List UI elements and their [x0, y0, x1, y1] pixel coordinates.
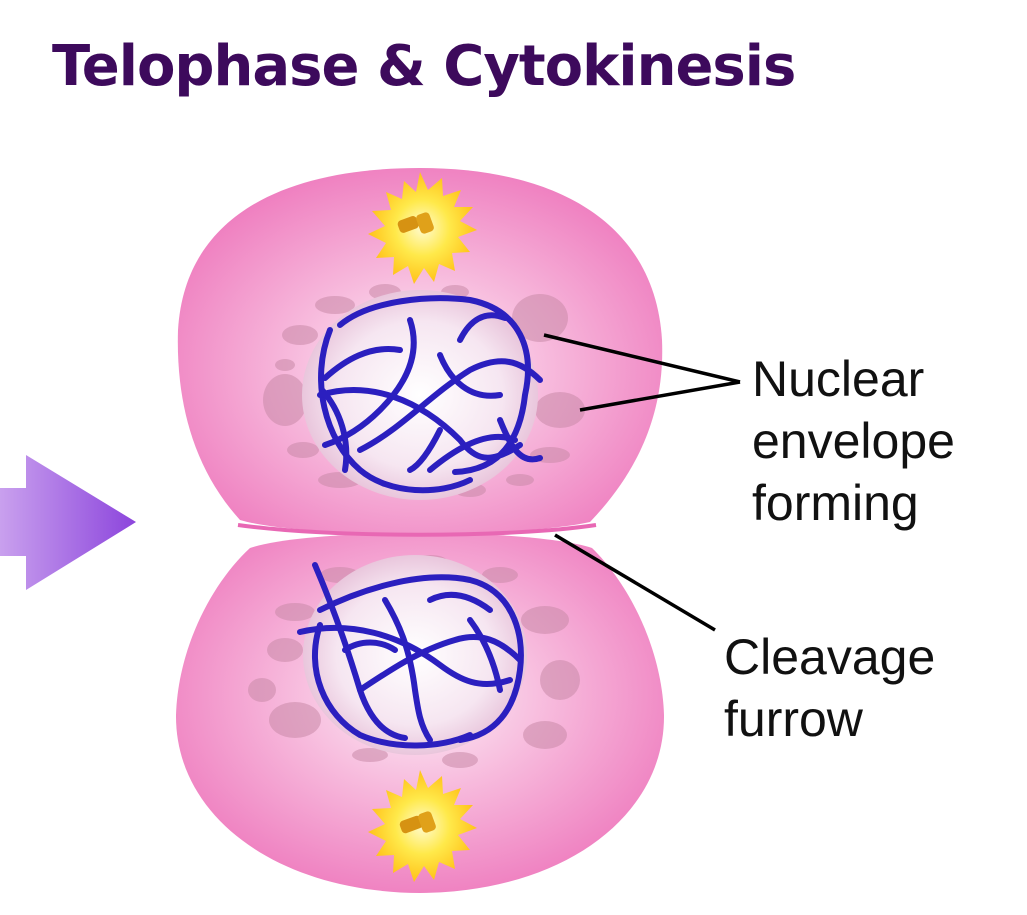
label-pointer-lines	[543, 333, 741, 632]
cleavage-furrow	[237, 523, 597, 537]
chromosomes-top	[317, 295, 543, 494]
nuclear-envelope-label-line-1: Nuclear	[752, 351, 925, 407]
chromosomes-bottom	[297, 562, 524, 749]
centrosome-top-icon	[368, 172, 477, 284]
nuclear-envelope-label-line-2: envelope	[752, 413, 955, 469]
centrosome-bottom-icon	[368, 770, 477, 882]
nuclear-envelope-label-line-3: forming	[752, 475, 919, 531]
cleavage-furrow-label-line-1: Cleavage	[724, 629, 936, 685]
nuclear-envelope-label: Nuclear envelope forming	[752, 348, 955, 534]
cleavage-furrow-label: Cleavage furrow	[724, 626, 935, 750]
process-arrow-icon	[0, 455, 136, 590]
cleavage-furrow-label-line-2: furrow	[724, 691, 863, 747]
diagram-title: Telophase & Cytokinesis	[52, 34, 796, 99]
